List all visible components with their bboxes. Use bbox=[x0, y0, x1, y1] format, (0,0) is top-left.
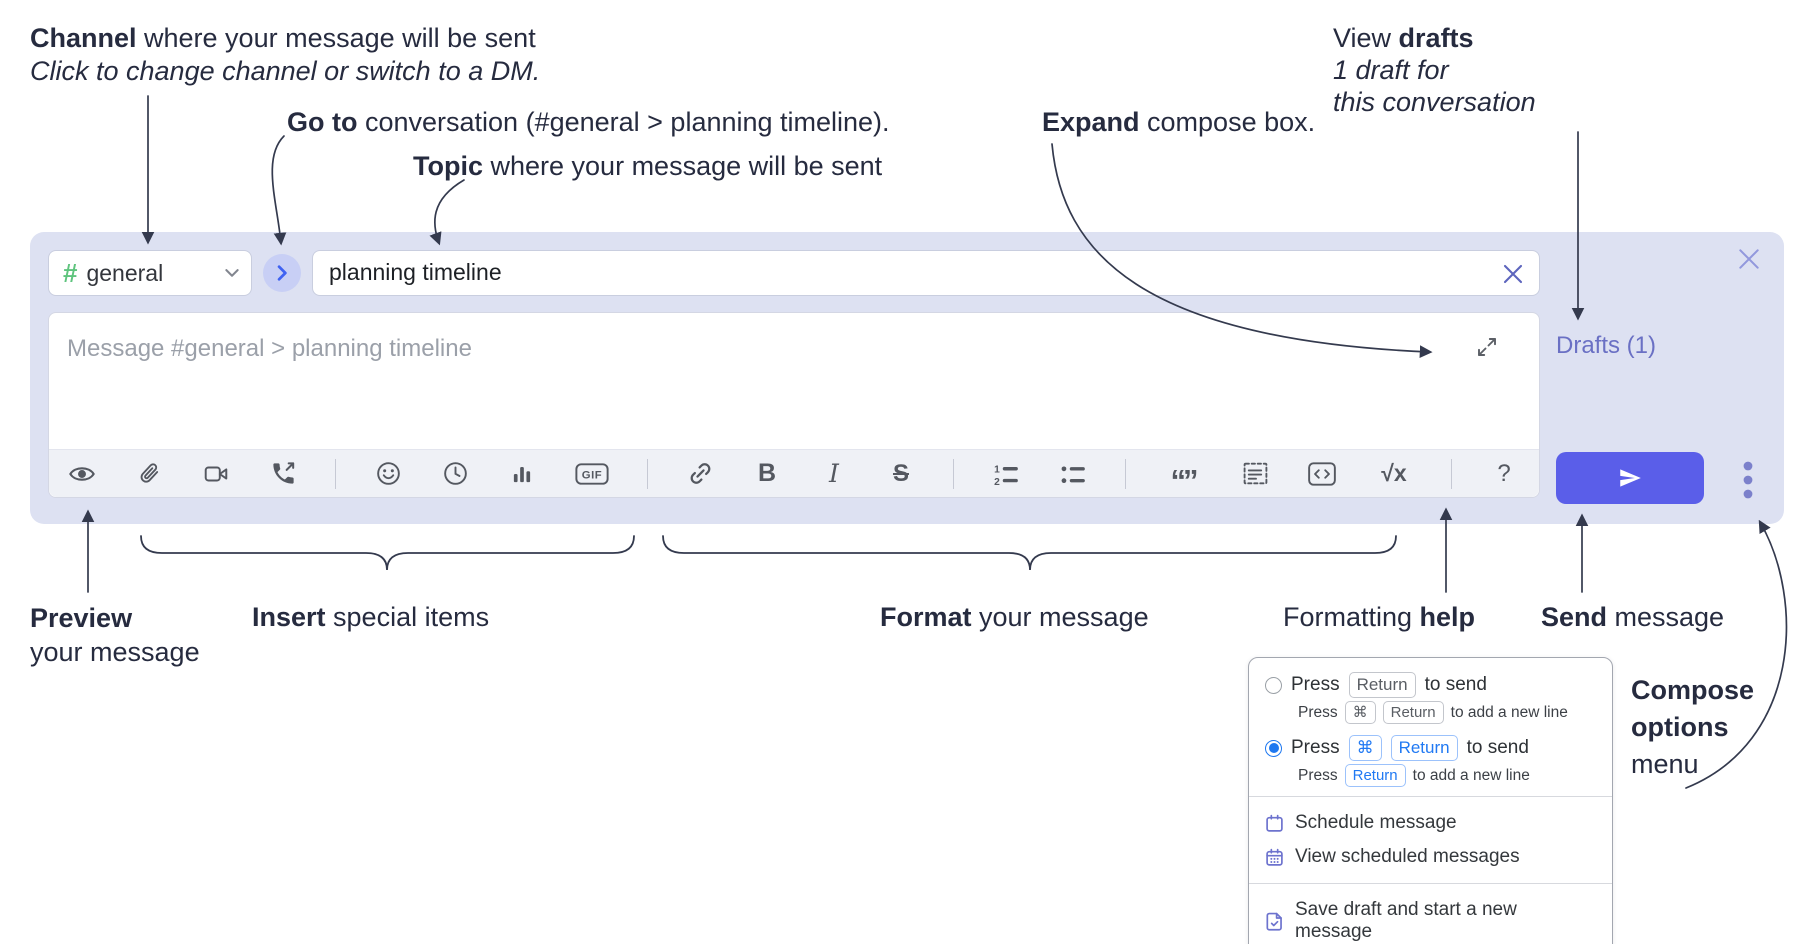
strikethrough-icon[interactable]: S bbox=[892, 459, 909, 487]
annotation-insert: Insert special items bbox=[252, 602, 490, 632]
annotation-channel-bold: Channel bbox=[30, 23, 137, 53]
chevron-right-icon bbox=[277, 265, 287, 281]
option-enter-sends-sub: Press ⌘ Return to add a new line bbox=[1298, 701, 1596, 724]
message-input[interactable] bbox=[49, 313, 1539, 449]
send-icon bbox=[1620, 469, 1641, 487]
goto-conversation-button[interactable] bbox=[263, 254, 301, 292]
italic-icon[interactable]: I bbox=[829, 459, 839, 488]
annotation-channel: Channel where your message will be sent … bbox=[30, 22, 540, 88]
annotation-expand: Expand compose box. bbox=[1042, 107, 1316, 137]
drafts-link[interactable]: Drafts (1) bbox=[1556, 332, 1657, 359]
menu-item-schedule-message[interactable]: Schedule message bbox=[1265, 806, 1596, 840]
bulleted-list-icon[interactable] bbox=[1058, 459, 1088, 489]
hash-icon: # bbox=[63, 258, 78, 288]
send-button[interactable] bbox=[1556, 452, 1704, 504]
annotation-topic: Topic where your message will be sent bbox=[413, 151, 883, 181]
topic-field bbox=[312, 250, 1540, 296]
quote-icon[interactable]: “” bbox=[1170, 462, 1199, 498]
code-icon[interactable] bbox=[1307, 459, 1337, 489]
formatting-help-icon[interactable]: ? bbox=[1497, 459, 1511, 487]
goto-arrow bbox=[271, 135, 287, 246]
option-cmd-enter-sends-sub: Press Return to add a new line bbox=[1298, 764, 1596, 787]
menu-item-save-draft[interactable]: Save draft and start a new message bbox=[1265, 893, 1596, 944]
return-key: Return bbox=[1382, 701, 1444, 724]
annotation-formatting-help: Formatting help bbox=[1283, 602, 1476, 632]
video-call-icon[interactable] bbox=[201, 459, 231, 489]
attach-file-icon[interactable] bbox=[134, 459, 164, 489]
toolbar-divider bbox=[1451, 458, 1452, 489]
menu-item-view-scheduled[interactable]: View scheduled messages bbox=[1265, 840, 1596, 874]
svg-text:1: 1 bbox=[994, 464, 1000, 475]
option-enter-sends[interactable]: Press Return to send bbox=[1265, 672, 1596, 698]
annotation-preview: Preview your message bbox=[30, 603, 200, 667]
draft-check-icon bbox=[1266, 912, 1282, 931]
emoji-icon[interactable] bbox=[373, 459, 403, 489]
math-icon[interactable]: √x bbox=[1381, 460, 1407, 486]
cmd-key: ⌘ bbox=[1344, 701, 1376, 724]
toolbar-divider bbox=[335, 458, 336, 489]
compose-options-kebab-icon[interactable] bbox=[1736, 458, 1760, 502]
spoiler-icon[interactable] bbox=[1240, 459, 1270, 489]
calendar-grid-icon bbox=[1266, 848, 1283, 866]
gif-icon[interactable]: GIF bbox=[574, 459, 610, 489]
poll-icon[interactable] bbox=[507, 459, 537, 489]
close-compose-icon[interactable] bbox=[1736, 246, 1762, 272]
annotation-channel-rest: where your message will be sent bbox=[136, 23, 536, 53]
toolbar-divider bbox=[1125, 458, 1126, 489]
compose-box: # general bbox=[30, 232, 1784, 524]
radio-selected-icon[interactable] bbox=[1265, 739, 1282, 757]
bold-icon[interactable]: B bbox=[757, 459, 777, 487]
insert-brace bbox=[140, 535, 635, 571]
svg-text:GIF: GIF bbox=[582, 469, 602, 481]
popup-divider bbox=[1249, 796, 1612, 797]
annotation-goto: Go to conversation (#general > planning … bbox=[287, 107, 890, 137]
toolbar-divider bbox=[953, 458, 954, 489]
compose-options-popup: Press Return to send Press ⌘ Return to a… bbox=[1248, 657, 1613, 944]
popup-divider bbox=[1249, 883, 1612, 884]
channel-selector[interactable]: # general bbox=[48, 250, 252, 296]
expand-compose-icon[interactable] bbox=[1475, 335, 1499, 359]
chevron-down-icon bbox=[225, 268, 239, 277]
compose-toolbar: GIF B I S 1 2 bbox=[49, 449, 1539, 497]
voice-call-icon[interactable] bbox=[268, 459, 298, 489]
topic-input[interactable] bbox=[313, 251, 1479, 293]
link-icon[interactable] bbox=[685, 459, 715, 489]
preview-eye-icon[interactable] bbox=[67, 459, 97, 489]
annotation-format: Format your message bbox=[880, 602, 1149, 632]
calendar-icon bbox=[1266, 814, 1283, 832]
numbered-list-icon[interactable]: 1 2 bbox=[991, 459, 1021, 489]
annotation-channel-sub: Click to change channel or switch to a D… bbox=[30, 56, 541, 86]
annotation-send: Send message bbox=[1541, 602, 1725, 632]
cmd-key: ⌘ bbox=[1348, 735, 1382, 761]
global-time-icon[interactable] bbox=[440, 459, 470, 489]
channel-name: general bbox=[86, 259, 164, 286]
format-brace bbox=[662, 535, 1397, 571]
toolbar-divider bbox=[647, 458, 648, 489]
svg-text:2: 2 bbox=[994, 476, 1000, 486]
return-key: Return bbox=[1344, 764, 1406, 787]
return-key: Return bbox=[1390, 735, 1458, 761]
option-cmd-enter-sends[interactable]: Press ⌘ Return to send bbox=[1265, 735, 1596, 761]
radio-unselected-icon[interactable] bbox=[1265, 676, 1282, 694]
annotation-view-drafts: View drafts 1 draft for this conversatio… bbox=[1333, 23, 1536, 117]
message-box: GIF B I S 1 2 bbox=[48, 312, 1540, 498]
clear-topic-icon[interactable] bbox=[1501, 262, 1525, 286]
return-key: Return bbox=[1348, 672, 1416, 698]
annotation-compose-options: Compose options menu bbox=[1631, 675, 1755, 779]
